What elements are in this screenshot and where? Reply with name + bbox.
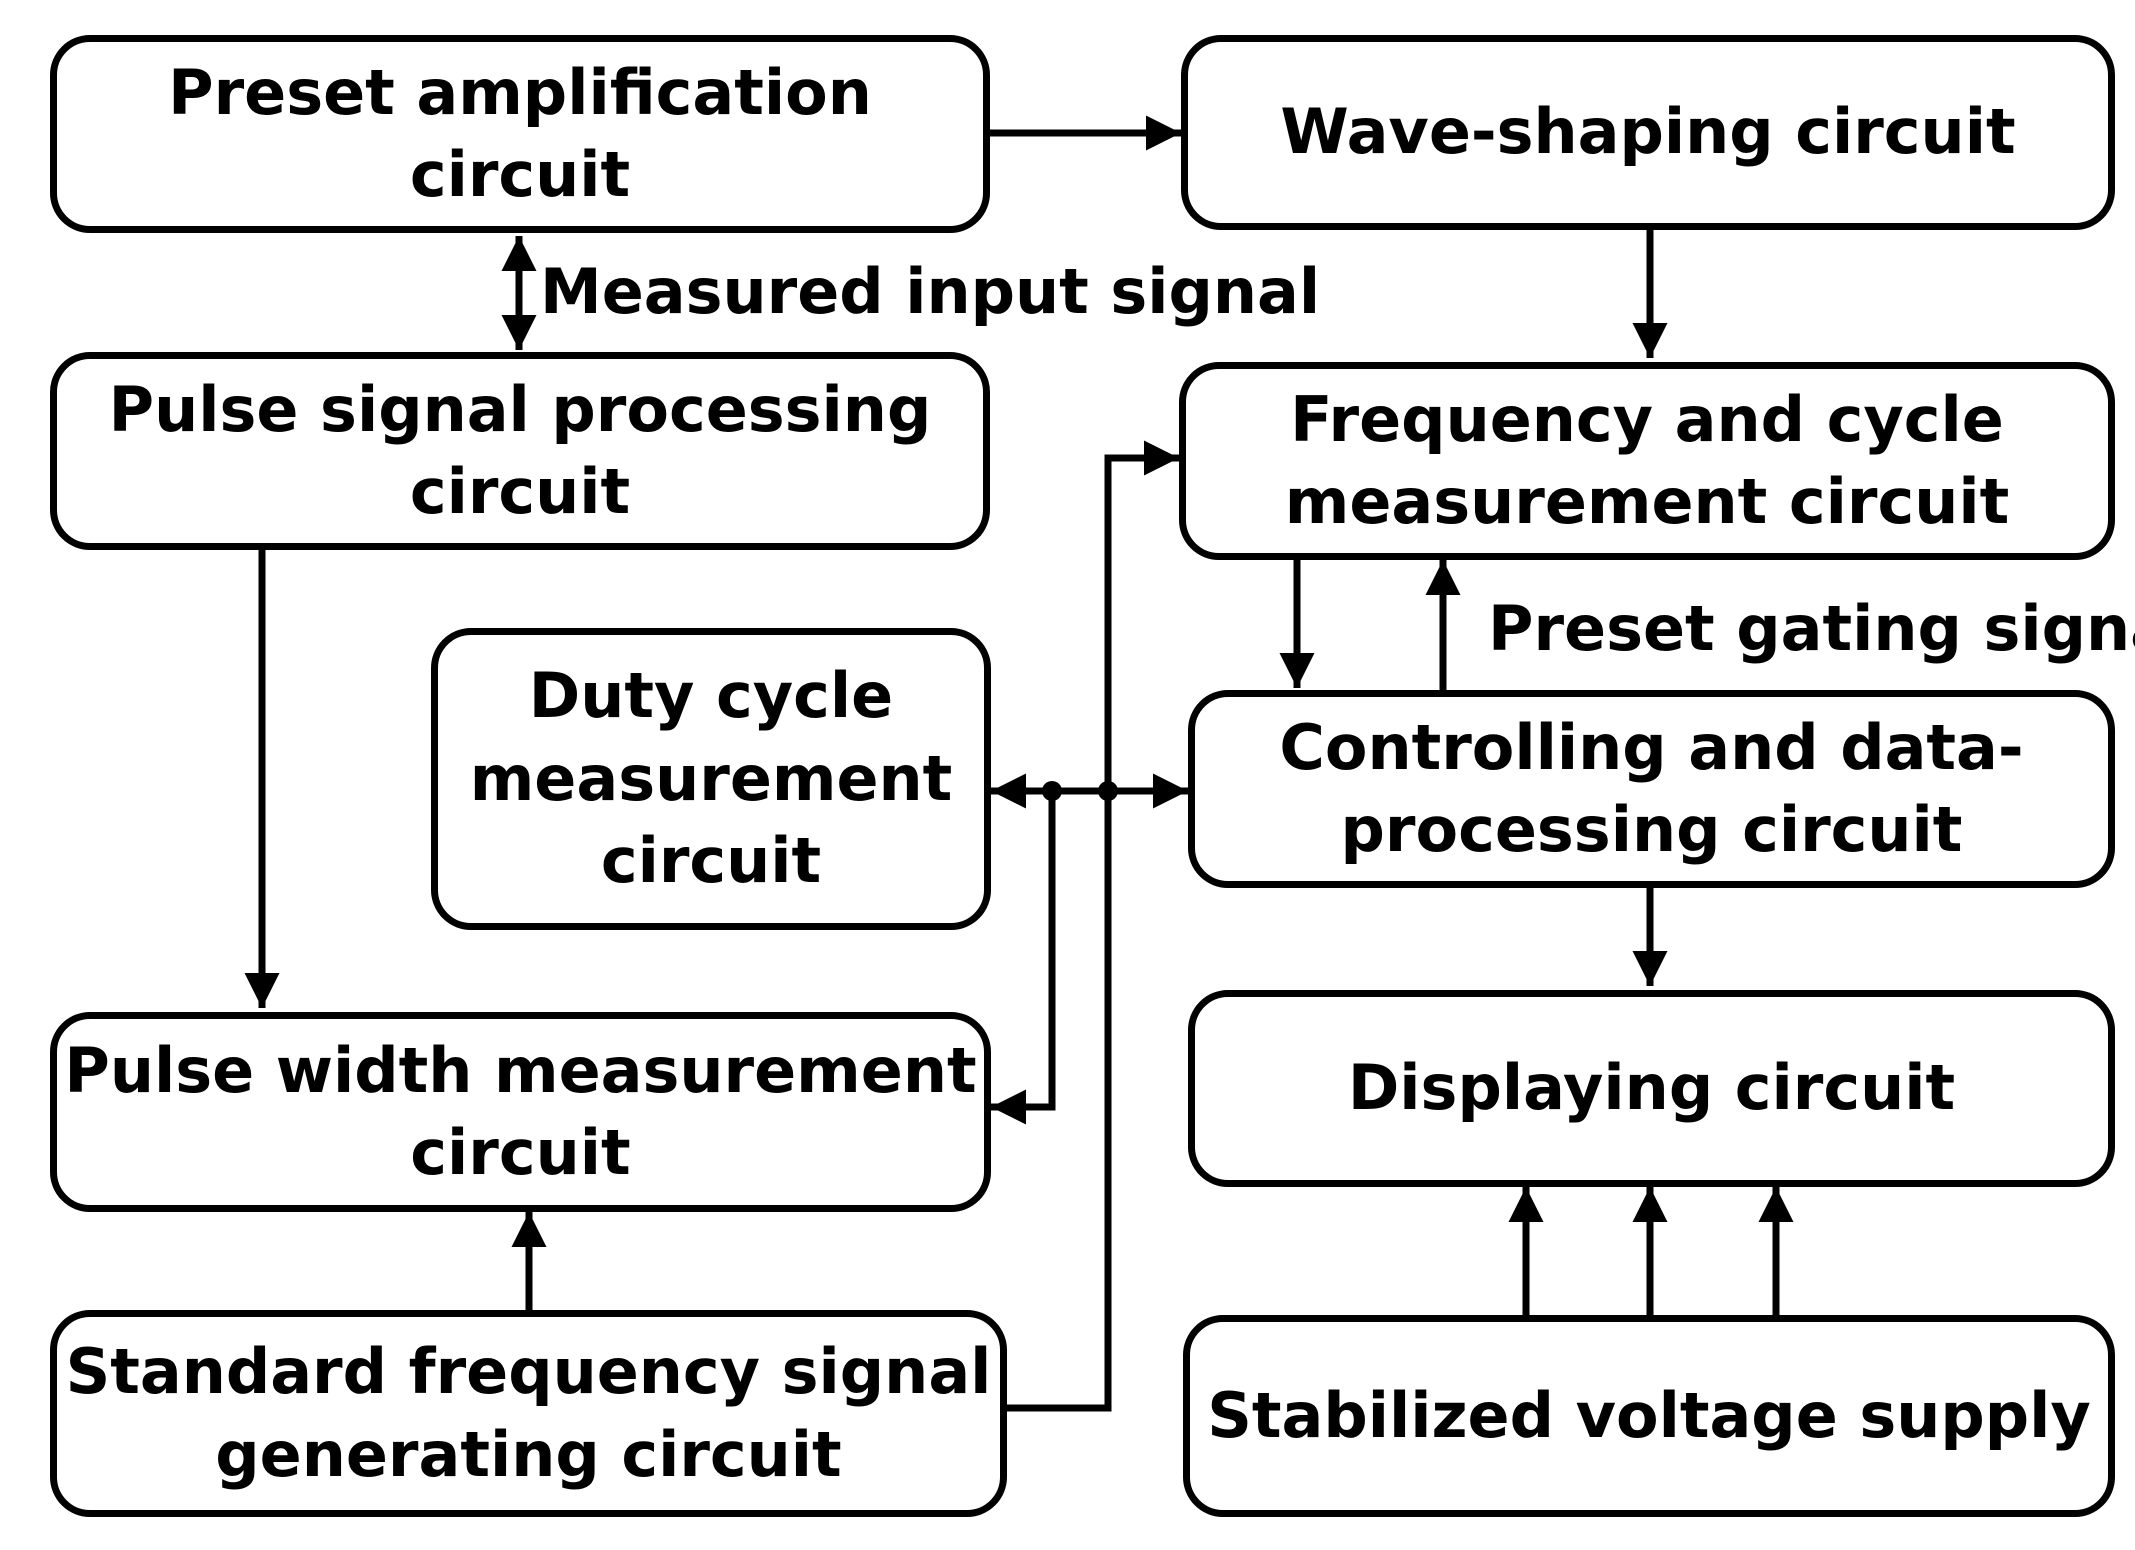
connector-bus-to-pulse-width [991, 791, 1056, 1125]
duty-cycle-measurement-circuit-block: Duty cycle measurement circuit [431, 628, 991, 930]
block-label: Wave-shaping circuit [1280, 95, 2016, 169]
block-label: Pulse signal processing circuit [108, 372, 932, 528]
controlling-data-processing-circuit-block: Controlling and data- processing circuit [1188, 690, 2115, 888]
pulse-signal-processing-circuit-block: Pulse signal processing circuit [50, 352, 990, 550]
frequency-cycle-measurement-circuit-block: Frequency and cycle measurement circuit [1179, 362, 2115, 560]
block-label: Pulse width measurement circuit [64, 1033, 977, 1189]
bus-junction-dot [1098, 781, 1118, 801]
block-label: Duty cycle measurement circuit [469, 659, 953, 898]
connector-standard-to-frequency [1007, 440, 1179, 1412]
preset-gating-signal-label: Preset gating signal [1488, 592, 2135, 665]
stabilized-voltage-supply-block: Stabilized voltage supply [1183, 1315, 2115, 1517]
block-label: Frequency and cycle measurement circuit [1284, 382, 2010, 538]
block-label: Controlling and data- processing circuit [1279, 710, 2024, 866]
bus-junction-dot [1042, 781, 1062, 801]
block-label: Displaying circuit [1347, 1051, 1956, 1125]
block-label: Preset amplification circuit [168, 55, 872, 211]
block-label: Stabilized voltage supply [1207, 1378, 2091, 1452]
pulse-width-measurement-circuit-block: Pulse width measurement circuit [50, 1012, 991, 1212]
wave-shaping-circuit-block: Wave-shaping circuit [1181, 35, 2115, 230]
displaying-circuit-block: Displaying circuit [1188, 990, 2115, 1187]
measured-input-signal-label: Measured input signal [540, 255, 1321, 328]
standard-frequency-signal-generating-circuit-block: Standard frequency signal generating cir… [50, 1310, 1007, 1517]
block-label: Standard frequency signal generating cir… [65, 1335, 992, 1491]
preset-amplification-circuit-block: Preset amplification circuit [50, 35, 990, 233]
